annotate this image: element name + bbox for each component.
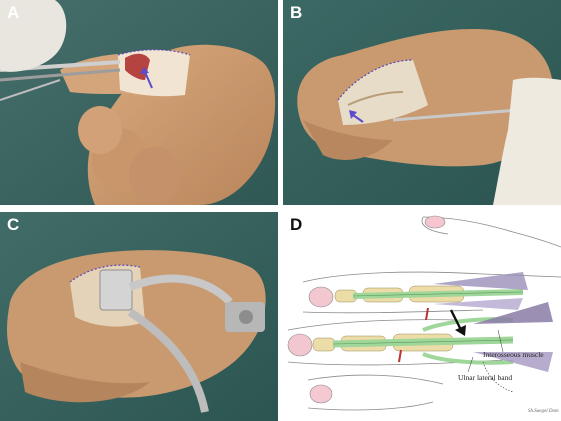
panel-label-b: B (290, 3, 303, 22)
panel-label-c: C (7, 215, 20, 234)
panel-label-a: A (7, 3, 20, 22)
photo-panel-c: C (0, 212, 278, 421)
surgical-photo-a (0, 0, 278, 205)
diagram-panel-d: D Interosseous muscle Ulnar lateral band… (283, 212, 561, 421)
illustrator-signature: Sh.Saegel Dom (528, 409, 559, 414)
photo-panel-b: B (283, 0, 561, 205)
photo-panel-a: A (0, 0, 278, 205)
panel-label-d: D (290, 215, 303, 234)
label-ulnar-lateral-band: Ulnar lateral band (458, 373, 513, 382)
anatomy-illustration (287, 215, 561, 411)
surgical-photo-b (283, 0, 561, 205)
label-interosseous-muscle: Interosseous muscle (483, 350, 544, 359)
surgical-photo-c (0, 212, 278, 421)
